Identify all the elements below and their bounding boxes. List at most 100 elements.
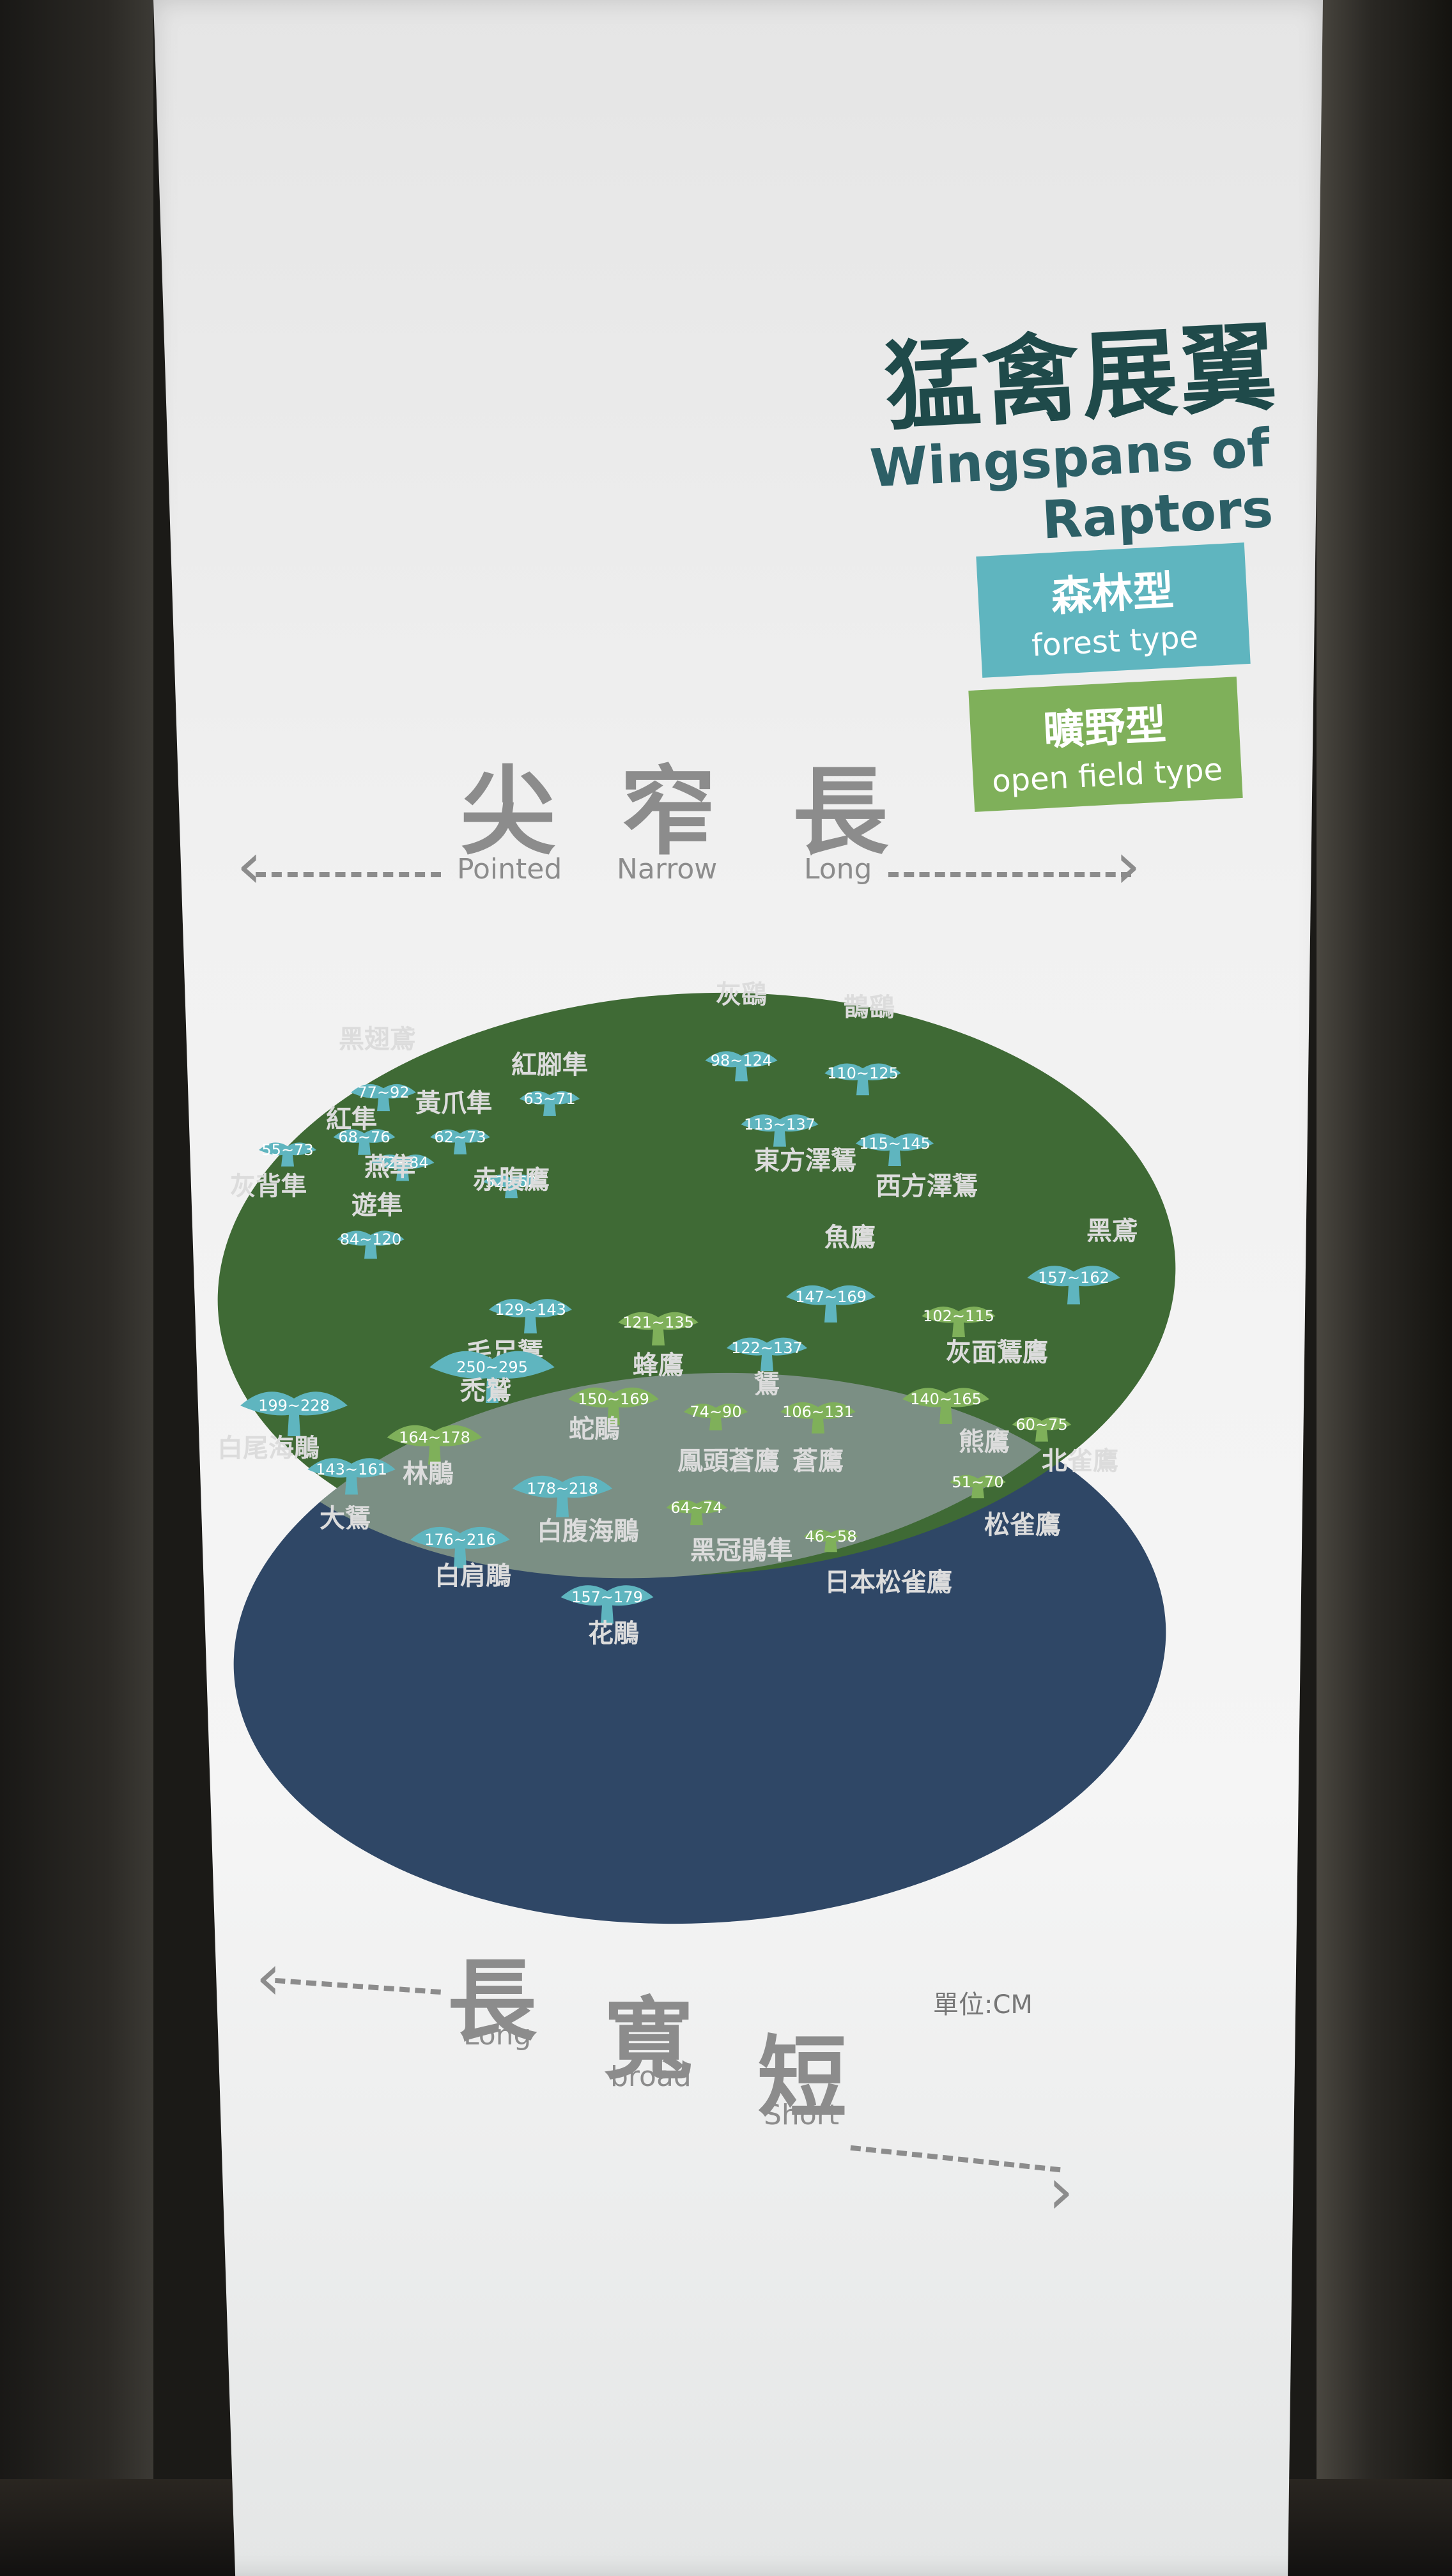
- bird-wingspan-label: 106~131: [782, 1403, 854, 1421]
- bird-name-label: 西方澤鵟: [876, 1172, 978, 1201]
- bird-silhouette-icon: [824, 1063, 901, 1096]
- bird-silhouette-icon: [705, 1051, 778, 1082]
- bird-wingspan-label: 121~135: [622, 1314, 694, 1331]
- arrow-bottom-right-icon: ›: [1048, 2154, 1074, 2228]
- bird-4: 63~71 紅腳隼: [511, 1050, 588, 1116]
- bird-wingspan-label: 55~73: [261, 1141, 313, 1159]
- bird-name-label: 灰鷂: [716, 980, 767, 1009]
- bird-silhouette-icon: [519, 1091, 580, 1116]
- bird-silhouette-icon: [371, 1154, 435, 1181]
- bird-32: 176~216 白肩鵰: [410, 1526, 511, 1591]
- bird-20: 199~228 白尾海鵰: [217, 1392, 348, 1463]
- bird-name-label: 白腹海鵰: [537, 1517, 639, 1546]
- bird-wingspan-label: 46~58: [805, 1528, 856, 1545]
- bird-wingspan-label: 157~179: [571, 1588, 643, 1606]
- bird-name-label: 蛇鵰: [569, 1414, 620, 1444]
- bird-wingspan-label: 63~71: [523, 1090, 575, 1108]
- bird-silhouette-icon: [1012, 1417, 1072, 1442]
- bird-name-label: 鵟: [753, 1370, 780, 1399]
- bird-silhouette-icon: [337, 1230, 405, 1259]
- bird-silhouette-icon: [560, 1585, 654, 1624]
- axis-bottom-long-en: Long: [463, 2019, 532, 2051]
- bird-wingspan-label: 157~162: [1038, 1269, 1109, 1287]
- bird-wingspan-label: 113~137: [744, 1116, 815, 1133]
- arrow-bottom-left-icon: ‹: [256, 1940, 281, 2014]
- bird-name-label: 黑翅鳶: [339, 1025, 415, 1054]
- bird-name-label: 魚鷹: [824, 1223, 876, 1252]
- bird-21: 150~169 蛇鵰: [568, 1387, 659, 1444]
- bird-name-label: 白尾海鵰: [217, 1434, 320, 1463]
- arrow-right-line: [888, 872, 1131, 877]
- bird-wingspan-label: 84~120: [340, 1230, 401, 1248]
- axis-bottom-short-en: Short: [764, 2099, 840, 2131]
- bird-name-label: 蒼鷹: [792, 1446, 844, 1476]
- unit-label: 單位:CM: [933, 1990, 1033, 2020]
- bird-wingspan-label: 199~228: [258, 1397, 330, 1414]
- bird-wingspan-label: 74~90: [690, 1403, 741, 1421]
- bird-name-label: 鵲鷂: [844, 993, 895, 1022]
- arrow-left-line: [256, 872, 441, 877]
- bird-name-label: 日本松雀鷹: [824, 1568, 952, 1597]
- bird-14: 157~162 黑鳶: [1027, 1216, 1138, 1305]
- bird-name-label: 黑鳶: [1086, 1216, 1138, 1246]
- bird-wingspan-label: 176~216: [424, 1531, 496, 1549]
- bird-silhouette-icon: [410, 1526, 510, 1568]
- bird-name-label: 林鵰: [403, 1459, 454, 1489]
- legend-forest: 森林型 forest type: [976, 542, 1251, 678]
- bird-name-label: 紅腳隼: [511, 1050, 588, 1080]
- bird-wingspan-label: 52~62: [485, 1173, 537, 1191]
- bird-silhouette-icon: [902, 1388, 989, 1424]
- bird-silhouette-icon: [726, 1337, 808, 1372]
- wingspan-diagram: 98~124灰鷂110~125鵲鷂77~92黑翅鳶63~71紅腳隼62~73黃爪…: [217, 980, 1176, 1924]
- bird-12: 115~145 西方澤鵟: [855, 1133, 978, 1201]
- axis-top-long-en: Long: [804, 853, 872, 885]
- bird-silhouette-icon: [786, 1285, 876, 1322]
- bird-name-label: 赤腹鷹: [473, 1165, 550, 1195]
- bird-name-label: 大鵟: [320, 1504, 371, 1533]
- door-frame-left: [0, 0, 153, 2576]
- bird-wingspan-label: 68~76: [338, 1128, 390, 1146]
- bird-name-label: 北雀鷹: [1042, 1446, 1118, 1476]
- bird-name-label: 黃爪隼: [415, 1089, 492, 1118]
- bird-silhouette-icon: [855, 1133, 934, 1166]
- bird-wingspan-label: 150~169: [578, 1390, 649, 1408]
- bird-name-label: 白肩鵰: [435, 1561, 511, 1591]
- bird-silhouette-icon: [430, 1129, 490, 1154]
- bird-silhouette-icon: [259, 1142, 316, 1167]
- bird-name-label: 蜂鷹: [633, 1351, 684, 1380]
- bird-silhouette-icon: [568, 1387, 659, 1425]
- axis-bottom-long-zh: 長: [447, 1950, 537, 2054]
- bird-wingspan-label: 115~145: [859, 1135, 931, 1153]
- bird-silhouette-icon: [333, 1129, 396, 1155]
- bird-silhouette-icon: [483, 1174, 540, 1199]
- legend-open-field: 曠野型 open field type: [968, 677, 1243, 812]
- bird-wingspan-label: 129~143: [495, 1301, 566, 1319]
- bird-wingspan-label: 64~74: [670, 1499, 722, 1517]
- bird-wingspan-label: 98~124: [711, 1052, 772, 1070]
- axis-top-narrow-zh: 窄: [620, 757, 716, 868]
- legend-forest-zh: 森林型: [1049, 567, 1175, 622]
- bird-name-label: 燕隼: [364, 1153, 415, 1182]
- axis-bottom-broad-zh: 寬: [604, 1988, 694, 2092]
- bird-wingspan-label: 250~295: [456, 1358, 528, 1376]
- axis-top-long-zh: 長: [792, 757, 889, 868]
- bird-silhouette-icon: [429, 1351, 555, 1403]
- bird-silhouette-icon: [950, 1475, 1006, 1499]
- axis-bottom-broad-en: broad: [610, 2060, 691, 2093]
- bird-silhouette-icon: [922, 1307, 996, 1337]
- bird-name-label: 灰背隼: [230, 1172, 307, 1201]
